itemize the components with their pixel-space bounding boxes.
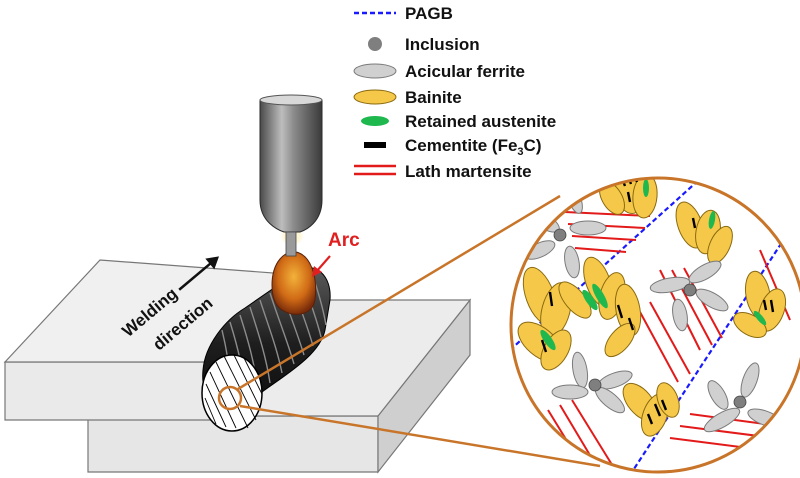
- welding-torch: [259, 94, 323, 257]
- bainite-group: [517, 178, 787, 437]
- legend-label-inclusion: Inclusion: [405, 35, 480, 54]
- legend-label-lath-martensite: Lath martensite: [405, 162, 532, 181]
- acicular-ferrite-group: [524, 186, 783, 433]
- legend-label-bainite: Bainite: [405, 88, 462, 107]
- weld-pool: [271, 251, 317, 315]
- legend-label-acicular-ferrite: Acicular ferrite: [405, 62, 525, 81]
- arc-label: Arc: [328, 230, 360, 251]
- magnifier-lines: [217, 194, 601, 468]
- legend-item-inclusion: Inclusion: [368, 35, 480, 54]
- legend-label-cementite: Cementite (Fe3C): [405, 136, 542, 158]
- microstructure-circle: [509, 176, 800, 474]
- legend-item-pagb: PAGB: [354, 4, 453, 23]
- legend: PAGB Inclusion Acicular ferrite Bainite …: [353, 4, 556, 181]
- legend-label-pagb: PAGB: [405, 4, 453, 23]
- legend-item-acicular-ferrite: Acicular ferrite: [353, 62, 525, 81]
- legend-label-retained-austenite: Retained austenite: [405, 112, 556, 131]
- legend-item-bainite: Bainite: [353, 88, 462, 107]
- welding-direction-arrow: [178, 260, 214, 291]
- legend-item-lath-martensite: Lath martensite: [354, 162, 532, 181]
- legend-item-cementite: Cementite (Fe3C): [364, 136, 542, 158]
- retained-austenite-group: [540, 179, 767, 351]
- inclusion-group: [553, 228, 747, 409]
- legend-item-retained-austenite: Retained austenite: [361, 112, 556, 131]
- arc-label-group: Arc: [312, 230, 360, 277]
